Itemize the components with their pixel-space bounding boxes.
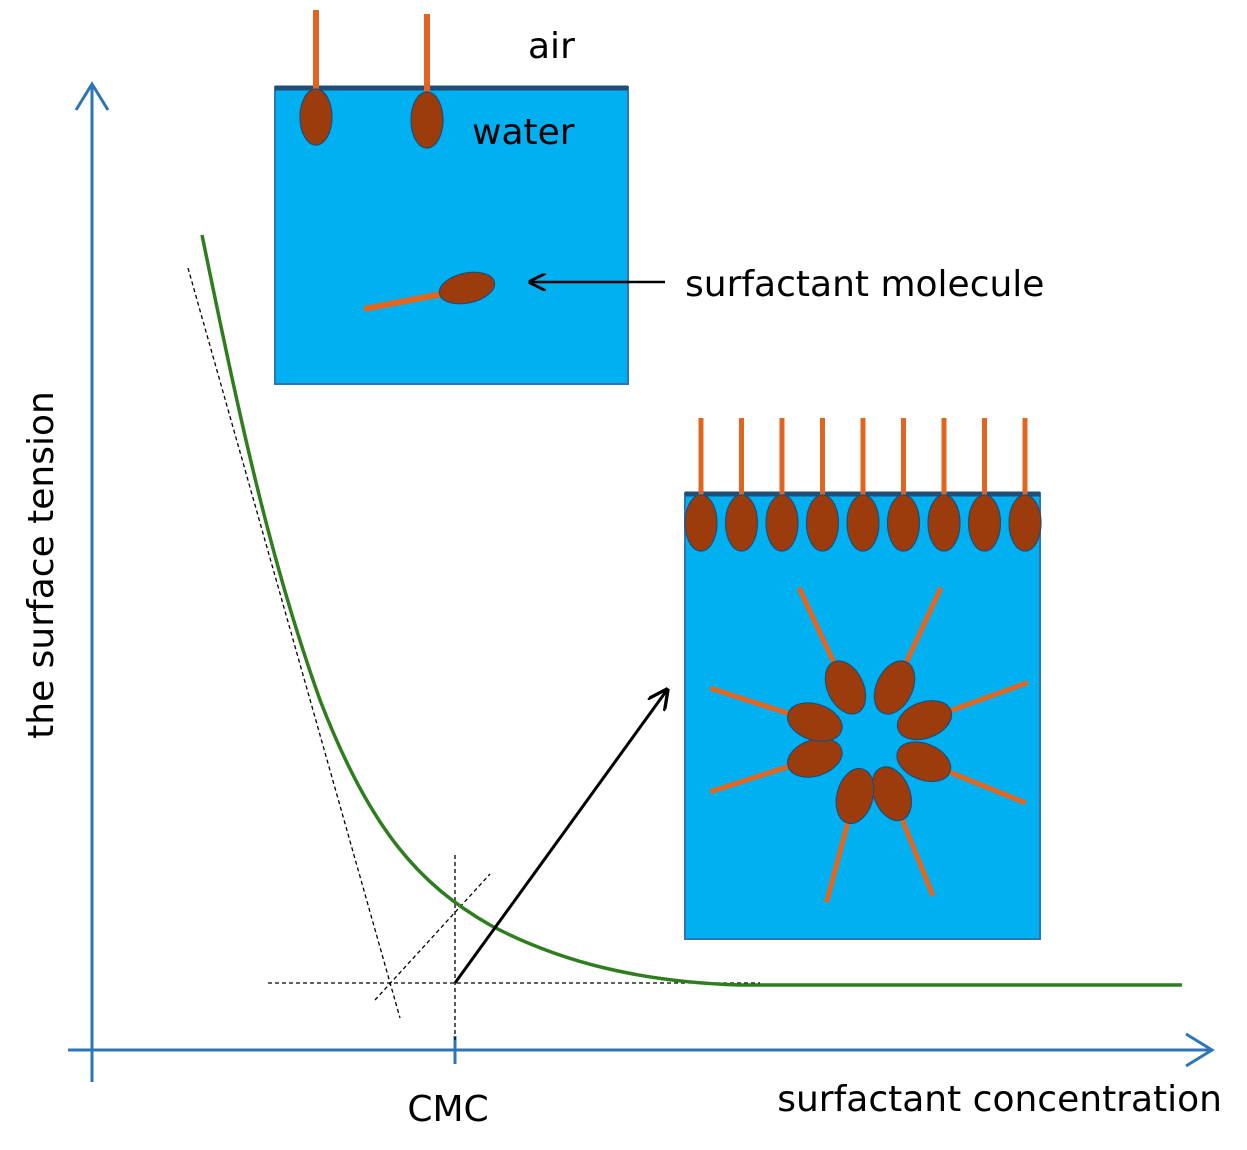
- surface-molecule: [967, 418, 1002, 552]
- surface-molecule: [927, 418, 961, 552]
- micelle-molecule: [796, 586, 867, 715]
- tangent-line-mid: [374, 873, 491, 1001]
- surface-molecule: [886, 418, 921, 552]
- air-label: air: [528, 26, 575, 67]
- surface-monolayer: [684, 418, 1042, 552]
- x-axis-label: surfactant concentration: [777, 1079, 1222, 1120]
- surface-tension-curve: [200, 234, 1182, 987]
- micelle: [709, 586, 1029, 903]
- tangent-line-steep: [187, 267, 401, 1019]
- free-surfactant-molecule: [363, 271, 496, 312]
- micelle-molecule: [824, 767, 875, 903]
- micelle-molecule: [871, 766, 936, 897]
- cmc-label: CMC: [407, 1089, 488, 1130]
- micelle-molecule: [709, 685, 843, 742]
- water-box-top: [274, 86, 629, 385]
- micelle-panel: [684, 418, 1042, 940]
- x-axis-arrowhead: [1185, 1032, 1215, 1068]
- cmc-to-micelle-arrow: [453, 690, 667, 984]
- surface-molecule: [299, 10, 333, 146]
- y-axis-arrowhead: [74, 81, 110, 111]
- guide-lines: [187, 267, 760, 1040]
- surface-molecule: [765, 418, 799, 552]
- surface-molecule: [410, 14, 444, 149]
- surface-molecule: [684, 418, 718, 552]
- water-label: water: [472, 112, 575, 153]
- low-concentration-panel: [274, 10, 629, 385]
- surface-molecule: [1008, 418, 1042, 552]
- axes: [68, 81, 1215, 1082]
- micelle-molecule: [896, 680, 1029, 741]
- micelle-molecule: [896, 741, 1027, 806]
- micelle-molecule: [873, 586, 944, 715]
- y-axis-label: the surface tension: [21, 391, 62, 739]
- micelle-molecule: [709, 738, 843, 795]
- surface-molecule: [805, 418, 840, 552]
- surfactant-molecule-label: surfactant molecule: [685, 264, 1044, 305]
- water-box-micelle: [684, 492, 1041, 940]
- surface-molecule: [724, 418, 759, 552]
- surface-molecule: [846, 418, 880, 552]
